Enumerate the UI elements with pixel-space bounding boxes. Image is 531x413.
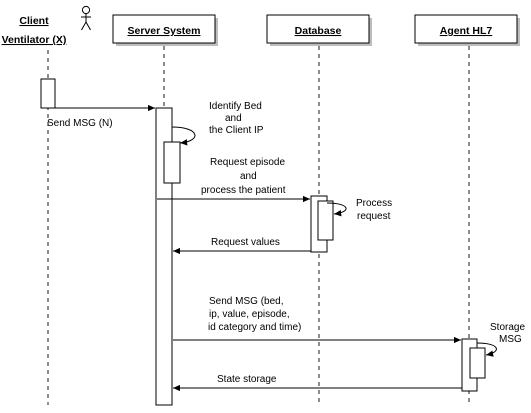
- storage-msg-line2: MSG: [499, 334, 522, 345]
- database-nested-activation: [317, 200, 334, 241]
- state-storage-label: State storage: [217, 374, 277, 385]
- process-request-self-call: [326, 202, 347, 217]
- database-participant: Database: [266, 14, 372, 46]
- agent-hl7-label: Agent HL7: [440, 25, 493, 37]
- storage-msg-self-call: [476, 342, 497, 357]
- server-system-label: Server System: [128, 25, 201, 37]
- identify-bed-line1: Identify Bed: [209, 101, 262, 112]
- process-request-line1: Process: [356, 198, 392, 209]
- process-request-line2: request: [357, 211, 391, 222]
- send-msg-full-line2: ip, value, episode,: [209, 309, 290, 320]
- server-system-participant: Server System: [112, 14, 218, 46]
- request-episode-line3: process the patient: [201, 185, 286, 196]
- request-episode-line2: and: [240, 171, 257, 182]
- server-nested-activation: [163, 141, 181, 184]
- client-label-line2: Ventilator (X): [2, 34, 67, 46]
- send-msg-full-line1: Send MSG (bed,: [209, 296, 283, 307]
- agent-nested-activation: [469, 347, 486, 379]
- identify-bed-self-call: [171, 126, 196, 146]
- request-episode-line1: Request episode: [210, 157, 285, 168]
- storage-msg-line1: Storage: [490, 322, 525, 333]
- client-ventilator-participant: Client Ventilator (X): [2, 5, 91, 46]
- identify-bed-line3: the Client IP: [209, 125, 264, 136]
- agent-hl7-participant: Agent HL7: [414, 14, 520, 46]
- send-msg-full-line3: id category and time): [208, 322, 301, 333]
- database-label: Database: [295, 25, 342, 37]
- stick-figure-icon: [81, 5, 91, 31]
- send-msg-n-label: Send MSG (N): [47, 118, 113, 129]
- request-values-label: Request values: [211, 237, 280, 248]
- client-label-line1: Client: [19, 15, 49, 27]
- client-activation: [40, 78, 56, 109]
- identify-bed-line2: and: [225, 113, 242, 124]
